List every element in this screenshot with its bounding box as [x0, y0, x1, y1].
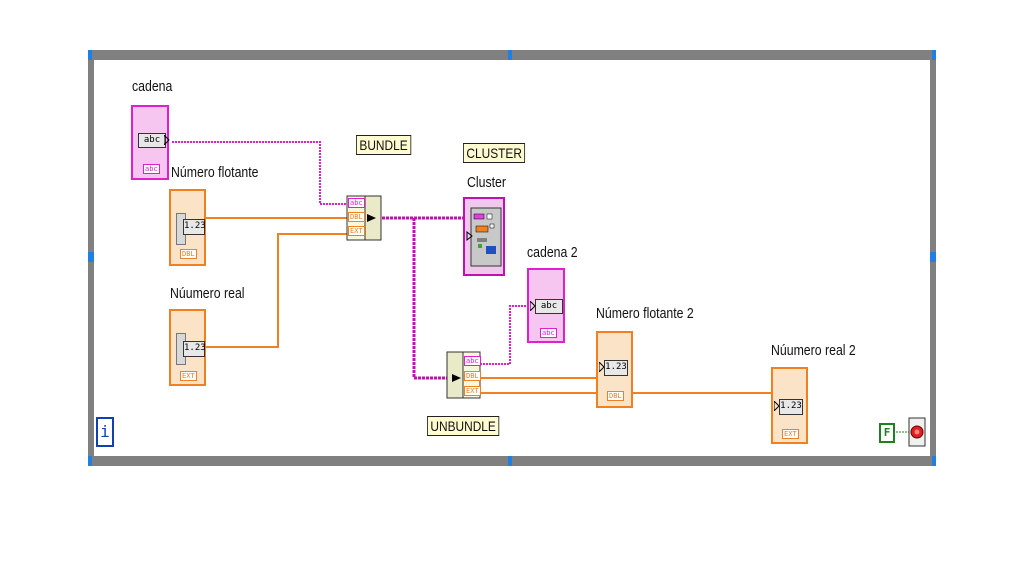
- label-numero-flotante: Número flotante: [171, 164, 259, 181]
- unbundle-output-dbl[interactable]: DBL: [464, 371, 481, 381]
- string-type-tag: abc: [540, 328, 557, 338]
- label-numero-flotante-2: Número flotante 2: [596, 305, 694, 322]
- iteration-terminal-icon[interactable]: i: [96, 417, 114, 447]
- stop-button[interactable]: [908, 417, 926, 447]
- dbl-type-tag: DBL: [607, 391, 624, 401]
- label-nuumero-real-2: Núumero real 2: [771, 342, 856, 359]
- nuumero-real-2-indicator-terminal[interactable]: 1.23 EXT: [771, 367, 808, 444]
- numero-flotante-control-terminal[interactable]: 1.23 DBL: [169, 189, 206, 266]
- string-display-icon: abc: [535, 299, 563, 314]
- label-cadena: cadena: [132, 78, 173, 95]
- bundle-input-string[interactable]: abc: [348, 198, 365, 208]
- cluster-wire[interactable]: [382, 216, 470, 380]
- label-cadena-2: cadena 2: [527, 244, 578, 261]
- ext-type-tag: EXT: [782, 429, 799, 439]
- numeric-display-icon: 1.23: [183, 219, 206, 235]
- input-arrow-icon: [599, 362, 605, 372]
- bundle-input-ext[interactable]: EXT: [348, 226, 365, 236]
- dbl-type-tag: DBL: [180, 249, 197, 259]
- label-cluster: Cluster: [467, 174, 506, 191]
- ext-type-tag: EXT: [180, 371, 197, 381]
- input-arrow-icon: [774, 401, 780, 411]
- note-bundle[interactable]: BUNDLE: [356, 135, 412, 155]
- note-unbundle[interactable]: UNBUNDLE: [427, 416, 500, 436]
- unbundle-output-string[interactable]: abc: [464, 356, 481, 366]
- while-loop-frame[interactable]: [88, 50, 936, 466]
- cadena-control-terminal[interactable]: abc abc: [131, 105, 170, 180]
- bundle-input-dbl[interactable]: DBL: [348, 212, 365, 222]
- string-display-icon: abc: [138, 133, 166, 148]
- output-arrow-icon: [164, 135, 170, 145]
- string-wire[interactable]: [172, 141, 348, 205]
- string-wire-2[interactable]: [480, 305, 528, 365]
- numeric-display-icon: 1.23: [779, 399, 803, 415]
- label-nuumero-real: Núumero real: [170, 285, 245, 302]
- cadena-2-indicator-terminal[interactable]: abc abc: [527, 268, 565, 343]
- numeric-wire-real[interactable]: [206, 233, 348, 348]
- nuumero-real-control-terminal[interactable]: 1.23 EXT: [169, 309, 206, 386]
- string-type-tag: abc: [143, 164, 160, 174]
- numeric-display-icon: 1.23: [183, 341, 206, 357]
- numero-flotante-2-indicator-terminal[interactable]: 1.23 DBL: [596, 331, 633, 408]
- false-constant[interactable]: F: [879, 423, 895, 443]
- unbundle-output-ext[interactable]: EXT: [464, 386, 481, 396]
- cluster-indicator[interactable]: [463, 197, 505, 276]
- input-arrow-icon: [530, 301, 536, 311]
- numeric-display-icon: 1.23: [604, 360, 628, 376]
- note-cluster[interactable]: CLUSTER: [463, 143, 526, 163]
